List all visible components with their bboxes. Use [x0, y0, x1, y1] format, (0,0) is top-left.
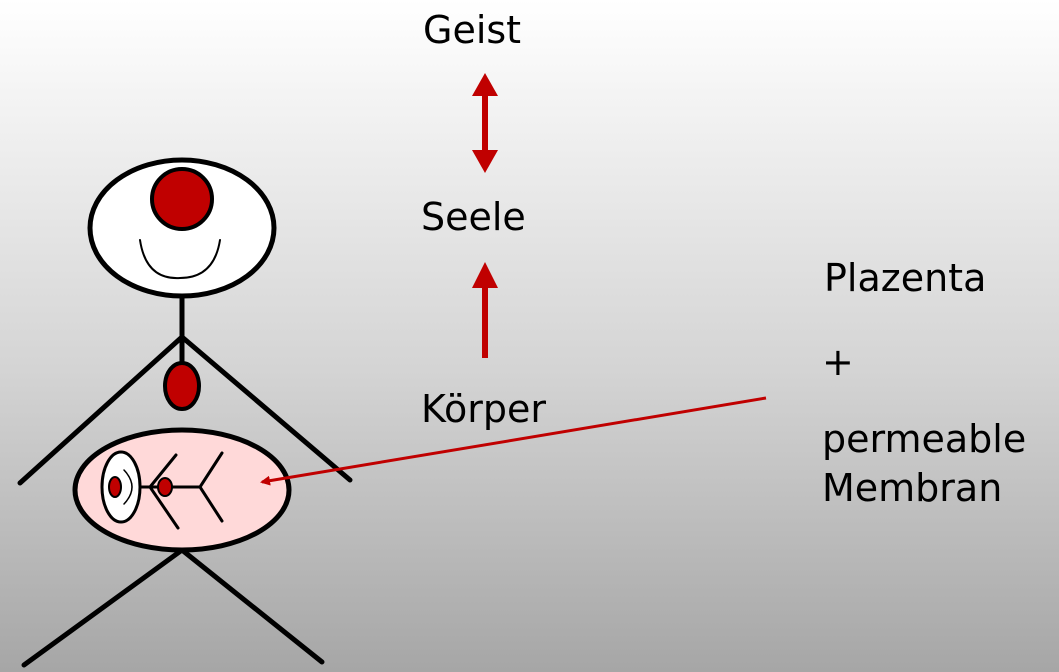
double-arrow-geist-seele [472, 73, 498, 173]
mother-right-leg [182, 550, 322, 662]
label-membran: Membran [822, 469, 1002, 507]
arrow-koerper-seele [472, 262, 498, 358]
label-plus: + [822, 343, 854, 381]
fetus-head-dot [109, 477, 121, 497]
head-red-dot [152, 169, 212, 229]
label-geist: Geist [423, 11, 521, 49]
label-seele: Seele [421, 198, 526, 236]
heart-red-dot [165, 363, 199, 409]
label-permeable: permeable [822, 420, 1026, 458]
fetus-heart-dot [158, 478, 172, 496]
label-koerper: Körper [421, 390, 546, 428]
mother-left-leg [24, 550, 182, 665]
mother-figure [20, 160, 350, 665]
label-plazenta: Plazenta [824, 259, 986, 297]
